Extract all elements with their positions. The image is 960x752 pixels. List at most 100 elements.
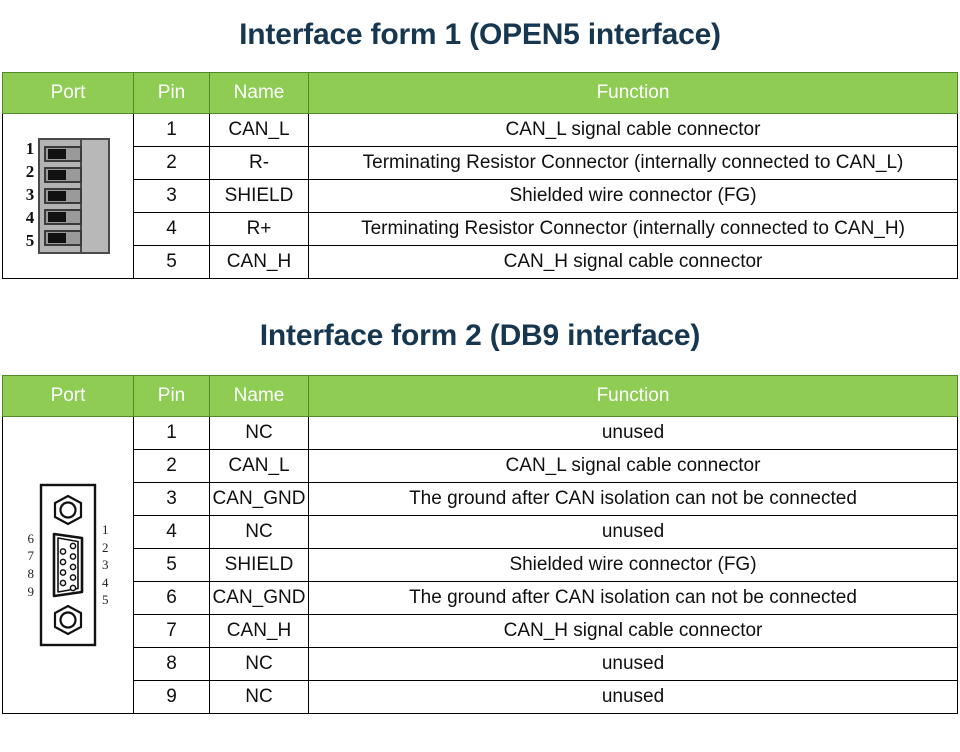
table-row: 2 R- Terminating Resistor Connector (int… — [3, 146, 958, 180]
table-row: 4 NC unused — [3, 515, 958, 549]
cell-function: unused — [308, 647, 958, 681]
cell-pin: 4 — [133, 212, 210, 246]
cell-name: NC — [209, 416, 309, 450]
column-header-pin: Pin — [133, 72, 210, 114]
db9-pin-label-6: 6 — [27, 530, 35, 546]
cell-pin: 3 — [133, 179, 210, 213]
open5-terminal-slot — [44, 209, 83, 226]
table-row: 7 CAN_H CAN_H signal cable connector — [3, 614, 958, 648]
open5-terminal-slot — [44, 166, 83, 183]
db9-pin-label-4: 4 — [102, 574, 109, 590]
db9-pin-label-3: 3 — [102, 557, 109, 573]
column-header-function: Function — [308, 72, 958, 114]
table-row: 4 R+ Terminating Resistor Connector (int… — [3, 212, 958, 246]
cell-pin: 2 — [133, 146, 210, 180]
cell-name: CAN_L — [209, 113, 309, 147]
column-header-port: Port — [2, 72, 134, 114]
db9-pin-label-2: 2 — [102, 539, 109, 555]
db9-pin-label-9: 9 — [27, 583, 35, 599]
open5-pin-number-labels: 1 2 3 4 5 — [26, 140, 35, 252]
open5-terminal-slot — [44, 230, 83, 247]
section-divider-spacer — [0, 279, 960, 293]
cell-function: Terminating Resistor Connector (internal… — [308, 212, 958, 246]
table-header-row: Port Pin Name Function — [2, 375, 958, 417]
cell-name: NC — [209, 515, 309, 549]
cell-function: CAN_L signal cable connector — [308, 449, 958, 483]
cell-function: CAN_H signal cable connector — [308, 245, 958, 279]
pin-table-open5: Port Pin Name Function 1 2 3 4 — [2, 72, 958, 279]
table-row: 6 CAN_GND The ground after CAN isolation… — [3, 581, 958, 615]
cell-pin: 1 — [133, 416, 210, 450]
cell-pin: 7 — [133, 614, 210, 648]
table-row: 6 7 8 9 — [2, 416, 958, 714]
cell-function: unused — [308, 515, 958, 549]
open5-pin-label-3: 3 — [25, 185, 35, 204]
open5-terminal-slot — [44, 145, 83, 162]
table-header-row: Port Pin Name Function — [2, 72, 958, 114]
open5-pin-label-4: 4 — [25, 208, 35, 227]
cell-name: CAN_L — [209, 449, 309, 483]
cell-pin: 2 — [133, 449, 210, 483]
page-title-interface-form-2: Interface form 2 (DB9 interface) — [259, 319, 701, 352]
open5-body-icon — [38, 138, 111, 254]
cell-function: The ground after CAN isolation can not b… — [308, 581, 958, 615]
cell-pin: 5 — [133, 245, 210, 279]
cell-name: CAN_H — [209, 245, 309, 279]
db9-left-pin-number-labels: 6 7 8 9 — [28, 530, 35, 600]
cell-name: SHIELD — [209, 179, 309, 213]
cell-function: unused — [308, 680, 958, 714]
pin-table-db9: Port Pin Name Function 6 7 8 9 — [2, 375, 958, 714]
section-interface-form-2: Interface form 2 (DB9 interface) Port Pi… — [0, 293, 960, 714]
port-connector-cell-db9: 6 7 8 9 — [2, 416, 134, 714]
db9-pin-label-5: 5 — [102, 592, 109, 608]
page-title-interface-form-1: Interface form 1 (OPEN5 interface) — [239, 18, 721, 51]
cell-function: The ground after CAN isolation can not b… — [308, 482, 958, 516]
cell-pin: 9 — [133, 680, 210, 714]
cell-function: CAN_H signal cable connector — [308, 614, 958, 648]
cell-name: NC — [209, 647, 309, 681]
table-row: 3 SHIELD Shielded wire connector (FG) — [3, 179, 958, 213]
db9-connector-icon — [39, 483, 97, 647]
table-row: 1 2 3 4 5 — [2, 113, 958, 279]
column-header-name: Name — [209, 375, 309, 417]
db9-right-pin-number-labels: 1 2 3 4 5 — [102, 521, 109, 609]
open5-terminal-block-diagram: 1 2 3 4 5 — [3, 114, 133, 278]
cell-function: unused — [308, 416, 958, 450]
cell-name: R+ — [209, 212, 309, 246]
open5-pin-label-2: 2 — [25, 162, 35, 181]
column-header-pin: Pin — [133, 375, 210, 417]
cell-name: CAN_GND — [209, 482, 309, 516]
table-row: 9 NC unused — [3, 680, 958, 714]
column-header-port: Port — [2, 375, 134, 417]
cell-name: R- — [209, 146, 309, 180]
cell-function: CAN_L signal cable connector — [308, 113, 958, 147]
cell-function: Terminating Resistor Connector (internal… — [308, 146, 958, 180]
cell-function: Shielded wire connector (FG) — [308, 179, 958, 213]
cell-name: NC — [209, 680, 309, 714]
cell-pin: 3 — [133, 482, 210, 516]
db9-pin-label-7: 7 — [27, 548, 35, 564]
cell-function: Shielded wire connector (FG) — [308, 548, 958, 582]
cell-name: CAN_GND — [209, 581, 309, 615]
table-row: 2 CAN_L CAN_L signal cable connector — [3, 449, 958, 483]
cell-pin: 5 — [133, 548, 210, 582]
table-row: 5 CAN_H CAN_H signal cable connector — [3, 245, 958, 279]
cell-pin: 4 — [133, 515, 210, 549]
cell-pin: 6 — [133, 581, 210, 615]
cell-name: SHIELD — [209, 548, 309, 582]
section-interface-form-1: Interface form 1 (OPEN5 interface) Port … — [0, 0, 960, 279]
open5-pin-label-5: 5 — [25, 231, 35, 250]
db9-pin-label-1: 1 — [102, 522, 109, 538]
cell-name: CAN_H — [209, 614, 309, 648]
cell-pin: 8 — [133, 647, 210, 681]
open5-pin-label-1: 1 — [25, 139, 35, 158]
cell-pin: 1 — [133, 113, 210, 147]
column-header-function: Function — [308, 375, 958, 417]
open5-terminal-slot — [44, 187, 83, 204]
column-header-name: Name — [209, 72, 309, 114]
table-row: 3 CAN_GND The ground after CAN isolation… — [3, 482, 958, 516]
table-row: 8 NC unused — [3, 647, 958, 681]
db9-pin-label-8: 8 — [27, 566, 35, 581]
table-row: 5 SHIELD Shielded wire connector (FG) — [3, 548, 958, 582]
